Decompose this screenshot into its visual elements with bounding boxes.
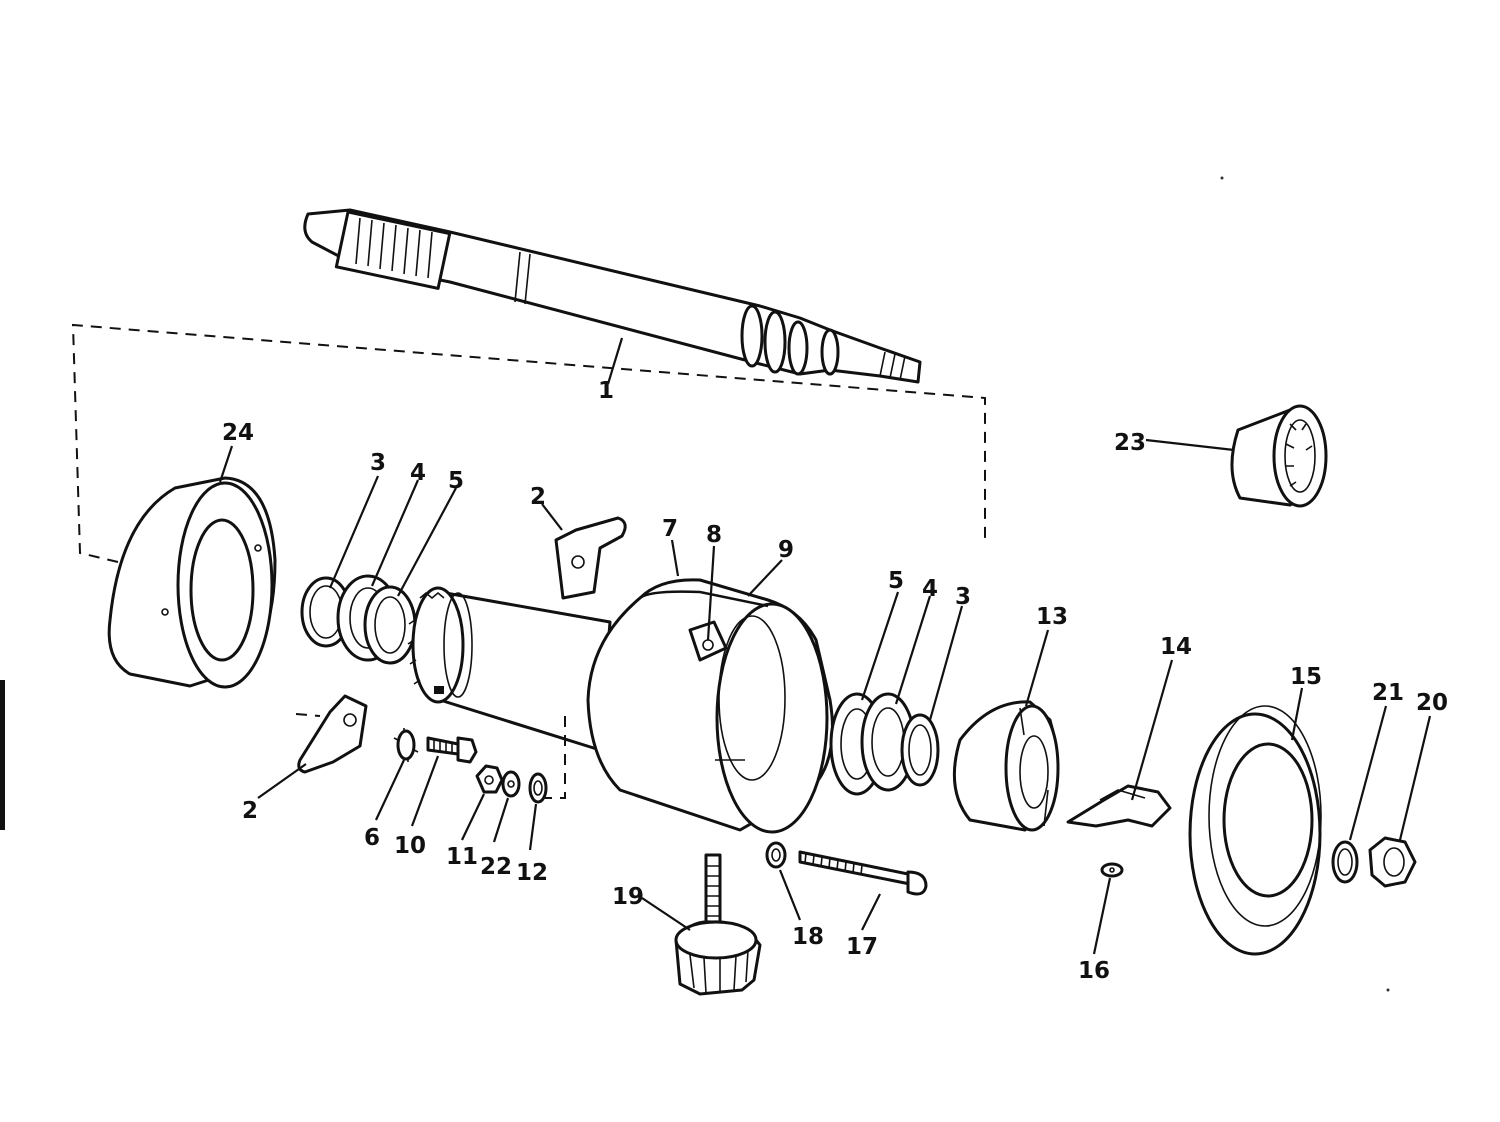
part-15-plate xyxy=(1188,705,1322,956)
callout-2: 2 xyxy=(242,798,258,824)
part-21-washer xyxy=(1331,840,1359,884)
callout-3: 3 xyxy=(370,450,386,476)
part-3-washer-right xyxy=(900,713,940,787)
part-19-knob xyxy=(674,853,762,996)
callout-2: 2 xyxy=(530,484,546,510)
part-22-lock-washer xyxy=(501,770,521,798)
scan-edge-mark xyxy=(0,680,5,830)
callout-9: 9 xyxy=(778,537,794,563)
callout-5: 5 xyxy=(448,468,464,494)
part-24-housing xyxy=(107,476,277,689)
lower-dashed-guide xyxy=(295,713,566,799)
callout-12: 12 xyxy=(516,860,548,886)
part-9-band xyxy=(639,590,769,608)
callout-24: 24 xyxy=(222,420,254,446)
callout-22: 22 xyxy=(480,854,512,880)
callout-8: 8 xyxy=(706,522,722,548)
part-16-washer xyxy=(1100,862,1124,878)
callout-20: 20 xyxy=(1416,690,1448,716)
callout-14: 14 xyxy=(1160,634,1192,660)
scan-speck xyxy=(1220,176,1224,180)
part-5-washer-left xyxy=(363,585,417,665)
callout-21: 21 xyxy=(1372,680,1404,706)
part-2-tab-lower xyxy=(297,694,368,774)
part-14-bracket xyxy=(1066,784,1172,828)
callout-23: 23 xyxy=(1114,430,1146,456)
callout-19: 19 xyxy=(612,884,644,910)
callout-1: 1 xyxy=(598,378,614,404)
callout-15: 15 xyxy=(1290,664,1322,690)
scan-speck xyxy=(1386,988,1390,992)
callout-3: 3 xyxy=(955,584,971,610)
callout-13: 13 xyxy=(1036,604,1068,630)
callout-4: 4 xyxy=(922,576,938,602)
part-10-bolt xyxy=(426,736,478,764)
callout-7: 7 xyxy=(662,516,678,542)
leader-lines xyxy=(218,337,1432,955)
callout-6: 6 xyxy=(364,825,380,851)
callout-10: 10 xyxy=(394,833,426,859)
callout-5: 5 xyxy=(888,568,904,594)
part-6-lock-washer xyxy=(393,728,419,762)
callout-11: 11 xyxy=(446,844,478,870)
part-12-washer xyxy=(528,772,548,804)
callout-16: 16 xyxy=(1078,958,1110,984)
part-8-clip xyxy=(688,620,728,662)
part-17-pin xyxy=(798,850,928,896)
part-11-nut xyxy=(475,764,504,794)
part-20-nut xyxy=(1368,836,1417,888)
callout-18: 18 xyxy=(792,924,824,950)
part-23-coupler xyxy=(1230,404,1328,508)
part-1-shaft xyxy=(303,208,922,384)
assembly-dashed-outline xyxy=(71,323,986,563)
part-2-tab-upper xyxy=(554,516,627,600)
part-13-clutch-dog xyxy=(952,700,1060,832)
callout-labels: 1 24 3 4 5 2 7 8 9 5 4 3 13 14 15 21 20 … xyxy=(222,378,1448,984)
part-7-drum xyxy=(586,578,834,834)
clutch-hub xyxy=(407,586,612,752)
callout-17: 17 xyxy=(846,934,878,960)
part-18-washer xyxy=(765,841,787,869)
callout-4: 4 xyxy=(410,460,426,486)
